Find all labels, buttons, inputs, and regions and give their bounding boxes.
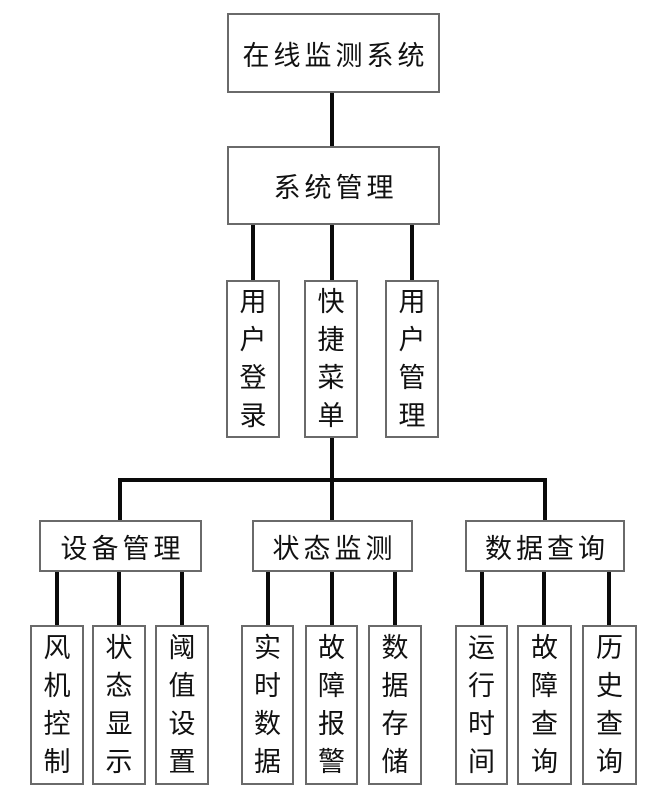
connector-to-running-time bbox=[480, 572, 484, 625]
node-online-monitoring-system: 在线监测系统 bbox=[227, 13, 440, 93]
connector-bus-to-device-management bbox=[118, 478, 122, 520]
connector-system-to-user-login bbox=[251, 225, 255, 280]
node-data-storage: 数据存储 bbox=[368, 625, 422, 785]
node-realtime-data: 实时数据 bbox=[241, 625, 294, 785]
node-label: 运行时间 bbox=[468, 633, 495, 777]
connector-to-status-display bbox=[117, 572, 121, 625]
node-user-login: 用户登录 bbox=[226, 280, 280, 438]
connector-to-fault-query bbox=[542, 572, 546, 625]
connector-to-history-query bbox=[607, 572, 611, 625]
connector-bus bbox=[118, 478, 547, 482]
connector-to-threshold-setting bbox=[180, 572, 184, 625]
node-system-management: 系统管理 bbox=[227, 146, 440, 225]
connector-system-to-quick-menu bbox=[330, 225, 334, 280]
node-label: 数据存储 bbox=[381, 633, 409, 777]
node-user-management: 用户管理 bbox=[385, 280, 439, 438]
node-label: 数据查询 bbox=[485, 533, 609, 564]
node-label: 故障报警 bbox=[318, 633, 345, 777]
connector-to-fan-control bbox=[55, 572, 59, 625]
connector-to-realtime-data bbox=[266, 572, 270, 625]
connector-system-to-user-management bbox=[410, 225, 414, 280]
connector-root-to-system bbox=[330, 93, 334, 146]
node-label: 状态显示 bbox=[105, 633, 133, 777]
node-quick-menu: 快捷菜单 bbox=[304, 280, 358, 438]
node-fault-alarm: 故障报警 bbox=[305, 625, 358, 785]
node-label: 用户登录 bbox=[239, 287, 267, 431]
node-history-query: 历史查询 bbox=[582, 625, 637, 785]
node-running-time: 运行时间 bbox=[455, 625, 508, 785]
node-label: 快捷菜单 bbox=[317, 287, 345, 431]
node-threshold-setting: 阈值设置 bbox=[155, 625, 209, 785]
node-fan-control: 风机控制 bbox=[30, 625, 84, 785]
connector-bus-to-data-query bbox=[543, 478, 547, 520]
node-label: 状态监测 bbox=[272, 533, 397, 564]
node-label: 用户管理 bbox=[398, 287, 426, 431]
node-label: 风机控制 bbox=[43, 633, 71, 777]
node-label: 历史查询 bbox=[596, 633, 623, 777]
node-device-management: 设备管理 bbox=[39, 520, 202, 572]
node-label: 阈值设置 bbox=[168, 633, 196, 777]
node-status-monitoring: 状态监测 bbox=[252, 520, 413, 572]
connector-to-data-storage bbox=[393, 572, 397, 625]
node-label: 设备管理 bbox=[60, 533, 185, 564]
node-fault-query: 故障查询 bbox=[517, 625, 572, 785]
node-data-query: 数据查询 bbox=[465, 520, 625, 572]
node-status-display: 状态显示 bbox=[92, 625, 146, 785]
node-label: 实时数据 bbox=[254, 633, 281, 777]
node-label: 在线监测系统 bbox=[242, 40, 429, 71]
node-label: 系统管理 bbox=[273, 173, 398, 203]
node-label: 故障查询 bbox=[531, 633, 558, 777]
connector-to-fault-alarm bbox=[330, 572, 334, 625]
